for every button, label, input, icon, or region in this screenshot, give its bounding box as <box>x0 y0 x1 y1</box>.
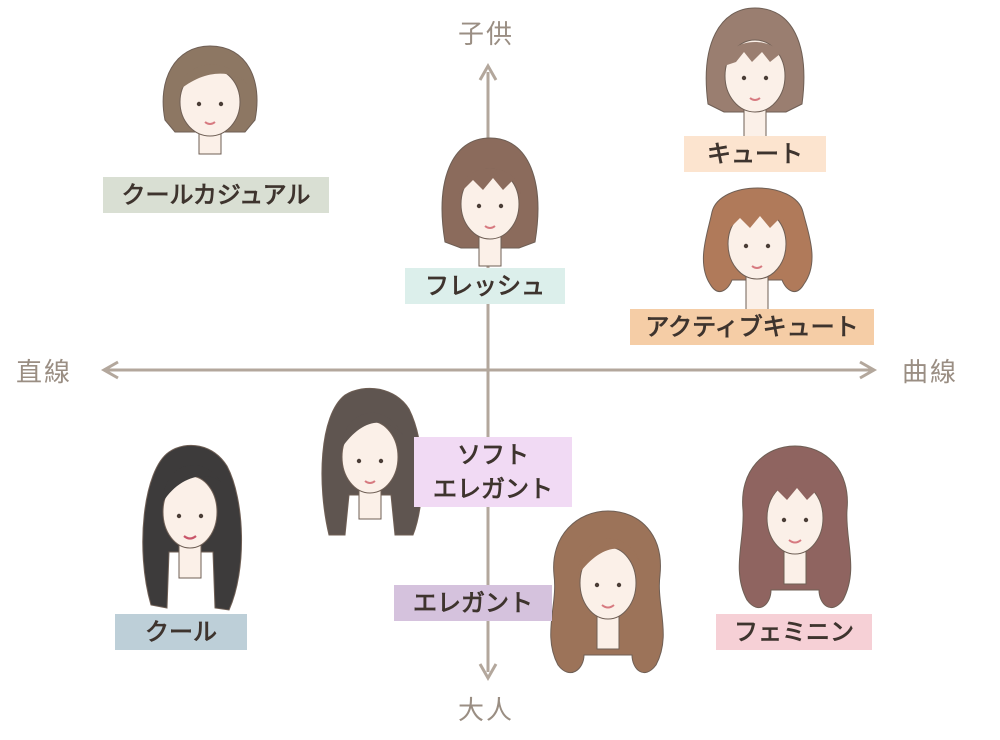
tag-fresh: フレッシュ <box>405 268 565 304</box>
tag-cool-casual: クールカジュアル <box>103 177 329 213</box>
axis-label-top: 子供 <box>458 20 515 50</box>
cool-casual-face <box>162 45 258 155</box>
arrow-down-icon <box>478 663 498 682</box>
fresh-face <box>441 137 539 267</box>
tag-cute: キュート <box>684 136 826 172</box>
tag-active-cute: アクティブキュート <box>630 309 874 345</box>
arrow-left-icon <box>100 360 119 380</box>
tag-soft-elegant: ソフト エレガント <box>414 437 572 507</box>
active-cute-face <box>702 187 813 311</box>
axis-label-left: 直線 <box>16 358 73 388</box>
cute-face <box>705 7 805 139</box>
feminine-face <box>738 445 852 609</box>
tag-elegant: エレガント <box>394 585 552 621</box>
arrow-up-icon <box>478 62 498 81</box>
elegant-face <box>550 510 664 674</box>
soft-elegant-face <box>321 387 423 536</box>
tag-soft-elegant-line1: ソフト <box>457 441 529 469</box>
arrow-right-icon <box>859 360 878 380</box>
axis-label-right: 曲線 <box>902 358 959 388</box>
tag-feminine: フェミニン <box>716 614 872 650</box>
tag-soft-elegant-line2: エレガント <box>433 475 553 503</box>
axis-label-bottom: 大人 <box>458 696 515 726</box>
tag-cool: クール <box>115 614 247 650</box>
cool-face <box>142 444 243 611</box>
